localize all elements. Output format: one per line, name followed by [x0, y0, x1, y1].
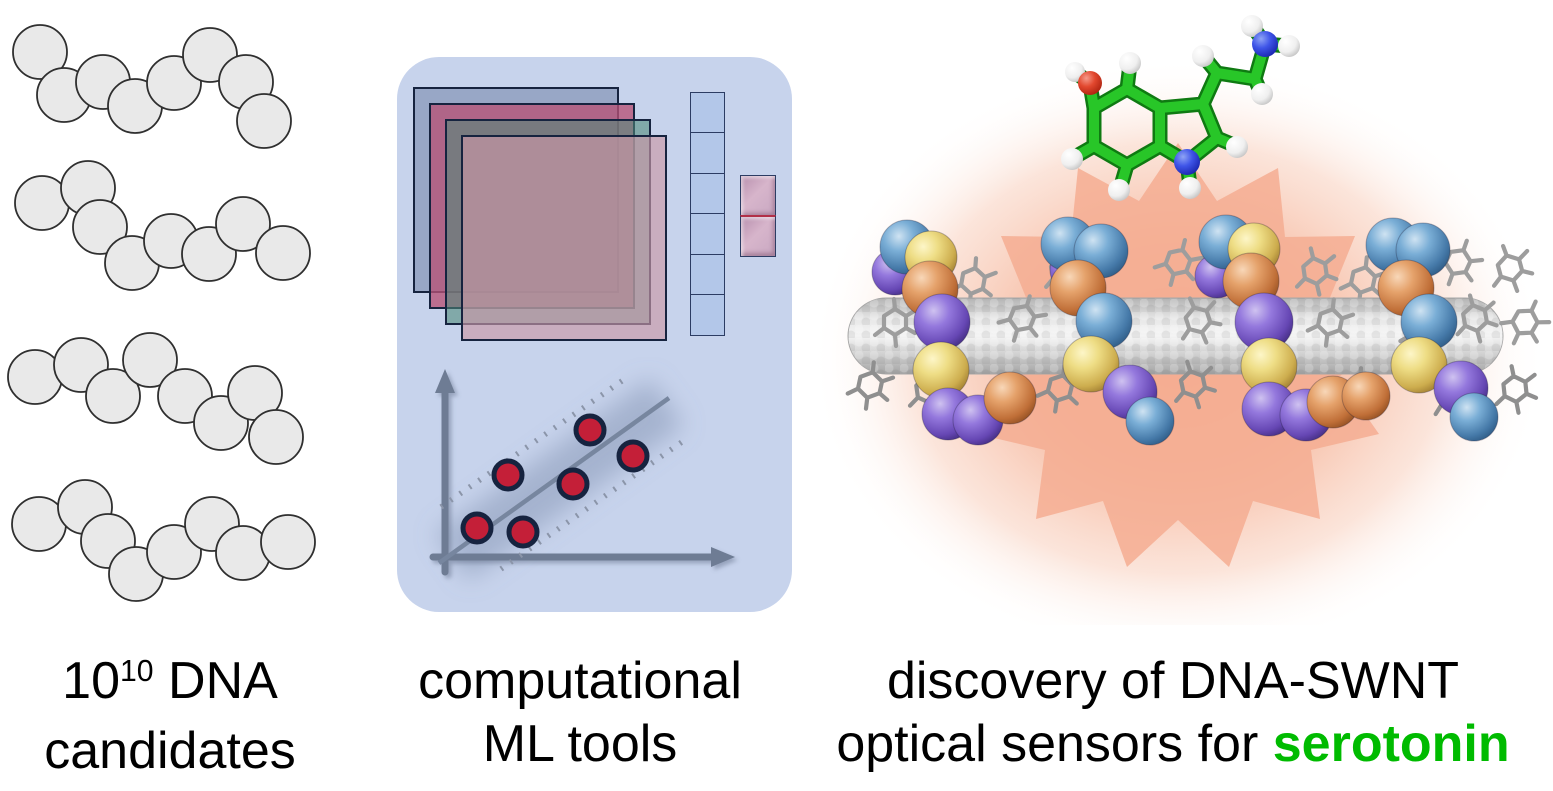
dna-bead: [7, 349, 63, 405]
dna-chain: [12, 24, 292, 149]
ml-panel: [397, 57, 792, 612]
sphere-cluster: [871, 219, 1037, 446]
dna-chain: [14, 160, 311, 291]
dna-bead: [72, 199, 128, 255]
caption-ml-tools: computational ML tools: [380, 650, 780, 776]
dna-chain: [11, 479, 316, 602]
caption-dna-candidates: 1010 DNA candidates: [0, 650, 340, 783]
data-point: [573, 413, 607, 447]
output-cells: [740, 175, 776, 258]
dna-bead: [248, 409, 304, 465]
feature-vector: [690, 92, 725, 337]
dna-bead: [236, 93, 292, 149]
dna-bead: [122, 332, 178, 388]
dna-bead: [260, 514, 316, 570]
caption-dna-line1: 1010 DNA: [62, 652, 278, 710]
amine-nitrogen-atom: [1252, 31, 1278, 57]
sphere-cluster: [1040, 216, 1175, 446]
output-cell: [740, 215, 776, 258]
wrapped-dna-sphere-blue: [1125, 396, 1175, 446]
dna-chain: [7, 332, 304, 465]
oxygen-atom: [1078, 71, 1102, 95]
vector-cell: [690, 294, 725, 337]
caption-discovery-line1: discovery of DNA-SWNT: [886, 652, 1460, 710]
caption-ml-line1: computational: [418, 652, 742, 710]
data-point: [616, 439, 650, 473]
vector-cell: [690, 172, 725, 215]
data-point: [491, 458, 525, 492]
dna-bead: [255, 225, 311, 281]
indole-nitrogen-atom: [1174, 149, 1200, 175]
caption-dna-line2: candidates: [44, 722, 296, 780]
y-axis-arrow: [435, 369, 455, 393]
feature-map: [461, 135, 667, 341]
dna-bead: [85, 368, 141, 424]
prediction-scatter: [429, 369, 735, 581]
data-point: [460, 511, 494, 545]
wrapped-dna-spheres: [871, 214, 1499, 446]
sphere-cluster: [1341, 217, 1499, 442]
serotonin-highlight: serotonin: [1272, 715, 1510, 773]
caption-ml-line2: ML tools: [482, 715, 678, 773]
wrapped-dna-sphere-orange: [1341, 371, 1391, 421]
swnt-illustration: [810, 15, 1553, 625]
dna-chains-illustration: [7, 24, 316, 602]
vector-cell: [690, 132, 725, 175]
data-point: [556, 467, 590, 501]
wrapped-dna-sphere-blue: [1449, 392, 1499, 442]
wrapped-dna-sphere-orange: [983, 371, 1037, 425]
serotonin-molecule: [1061, 15, 1300, 201]
output-cell: [740, 175, 776, 217]
x-axis-arrow: [711, 547, 735, 567]
dna-bead: [146, 524, 202, 580]
vector-cell: [690, 92, 725, 134]
caption-discovery-line2: optical sensors for serotonin: [836, 715, 1510, 773]
vector-cell: [690, 213, 725, 256]
caption-discovery: discovery of DNA-SWNT optical sensors fo…: [793, 650, 1553, 776]
vector-cell: [690, 253, 725, 296]
data-point: [506, 515, 540, 549]
scatter-points: [460, 413, 650, 549]
dna-bead: [215, 196, 271, 252]
hydrogen-atoms: [1061, 15, 1300, 201]
wrapped-dna-sphere-yellow: [1062, 335, 1120, 393]
scatter-axes: [429, 369, 735, 576]
sphere-cluster: [1194, 214, 1360, 442]
dna-bead: [12, 24, 68, 80]
